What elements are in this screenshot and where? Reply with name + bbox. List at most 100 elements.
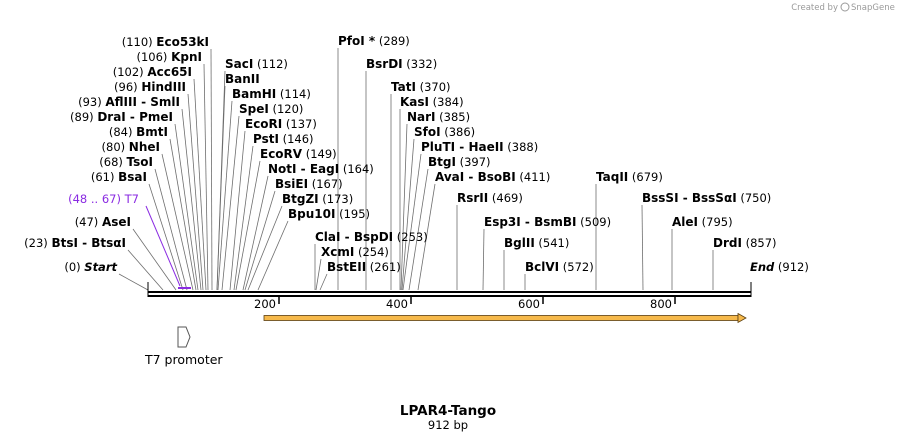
map-title: LPAR4-Tango	[400, 403, 496, 419]
leader-line	[193, 78, 207, 291]
leader-line	[315, 258, 322, 291]
site-label-spei[interactable]: SpeI (120)	[239, 102, 303, 116]
site-label-kasi[interactable]: KasI (384)	[400, 95, 464, 109]
ruler-label-400: 400	[386, 297, 408, 311]
ruler-label-200: 200	[254, 297, 276, 311]
leader-line	[233, 145, 254, 291]
site-label-asei[interactable]: (47) AseI	[75, 215, 131, 229]
site-label-esp3i-bsmbi[interactable]: Esp3I - BsmBI (509)	[484, 215, 611, 229]
site-label-afliii-smli[interactable]: (93) AflIII - SmlI	[78, 95, 180, 109]
site-label-bmti[interactable]: (84) BmtI	[109, 125, 168, 139]
leader-line	[257, 220, 289, 291]
leader-line	[187, 93, 204, 291]
t7-promoter-feature[interactable]: T7 promoter	[144, 326, 223, 367]
leader-line	[127, 249, 164, 291]
site-label-bsiei[interactable]: BsiEI (167)	[275, 177, 343, 191]
site-label-bclvi[interactable]: BclVI (572)	[525, 260, 594, 274]
site-label-pfoi[interactable]: PfoI * (289)	[338, 34, 410, 48]
site-label-bglii[interactable]: BglII (541)	[504, 236, 569, 250]
primer-leader-line	[145, 205, 181, 287]
leader-line	[203, 63, 209, 291]
orf-feature-arrowhead[interactable]	[737, 312, 747, 324]
t7-promoter-label: T7 promoter	[144, 352, 223, 367]
site-label-pluti-haeii[interactable]: PluTI - HaeII (388)	[421, 140, 538, 154]
site-label-bamhi[interactable]: BamHI (114)	[232, 87, 311, 101]
snapgene-credit: Created by SnapGene	[791, 2, 895, 13]
leader-line	[402, 153, 422, 291]
leader-line	[217, 100, 233, 291]
start-leader-line	[118, 273, 149, 291]
site-label-banii[interactable]: BanII	[225, 72, 260, 86]
site-label-ecori[interactable]: EcoRI (137)	[245, 117, 317, 131]
leader-line	[400, 123, 408, 291]
site-label-btgzi[interactable]: BtgZI (173)	[282, 192, 353, 206]
site-label-saci[interactable]: SacI (112)	[225, 57, 288, 71]
site-labels: (110) Eco53kI(106) KpnI(102) Acc65I(96) …	[24, 34, 809, 274]
site-label-kpni[interactable]: (106) KpnI	[137, 50, 203, 64]
site-label-taqii[interactable]: TaqII (679)	[596, 170, 663, 184]
end-label: End (912)	[750, 260, 809, 274]
site-label-alei[interactable]: AleI (795)	[672, 215, 733, 229]
leader-line	[132, 228, 177, 291]
ruler-label-600: 600	[518, 297, 540, 311]
leader-line	[319, 273, 328, 291]
leader-line	[161, 153, 194, 291]
site-label-xcmi[interactable]: XcmI (254)	[321, 245, 389, 259]
site-label-bsai[interactable]: (61) BsaI	[91, 170, 147, 184]
start-label: (0) Start	[64, 260, 117, 274]
site-label-bpu10i[interactable]: Bpu10I (195)	[288, 207, 370, 221]
site-label-sfoi[interactable]: SfoI (386)	[414, 125, 475, 139]
site-label-nari[interactable]: NarI (385)	[407, 110, 470, 124]
leader-line	[247, 205, 283, 291]
ruler: 200 400 600 800	[254, 297, 676, 311]
ruler-label-800: 800	[650, 297, 672, 311]
sequence-backbone	[147, 282, 752, 297]
leader-line	[221, 115, 240, 291]
site-label-hindiii[interactable]: (96) HindIII	[114, 80, 186, 94]
site-label-tsoi[interactable]: (68) TsoI	[99, 155, 153, 169]
t7-primer-label[interactable]: (48 .. 67) T7	[68, 192, 139, 206]
site-label-noti-eagi[interactable]: NotI - EagI (164)	[268, 162, 374, 176]
leader-line	[242, 175, 269, 291]
snapgene-logo-icon	[840, 2, 850, 12]
site-label-acc65i[interactable]: (102) Acc65I	[113, 65, 192, 79]
leader-line	[408, 168, 429, 291]
site-label-btgi[interactable]: BtgI (397)	[428, 155, 491, 169]
site-label-bsrdi[interactable]: BsrDI (332)	[366, 57, 437, 71]
site-label-drdi[interactable]: DrdI (857)	[713, 236, 777, 250]
leader-line	[244, 190, 276, 291]
site-label-bsssi-bsss-i[interactable]: BssSI - BssSαI (750)	[642, 191, 771, 205]
credit-brand: SnapGene	[851, 3, 895, 13]
site-label-drai-pmei[interactable]: (89) DraI - PmeI	[70, 110, 173, 124]
leader-line	[235, 160, 261, 291]
orf-feature-body[interactable]	[263, 315, 739, 321]
leader-line	[210, 48, 213, 291]
map-length: 912 bp	[428, 418, 468, 432]
leader-line	[417, 183, 436, 291]
backbone-top-strand	[148, 291, 751, 293]
leader-line	[169, 138, 197, 291]
leader-line	[154, 168, 188, 291]
leader-line	[641, 204, 644, 291]
site-label-nhei[interactable]: (80) NheI	[102, 140, 160, 154]
credit-text: Created by	[791, 3, 838, 13]
site-label-psti[interactable]: PstI (146)	[253, 132, 314, 146]
site-label-tati[interactable]: TatI (370)	[391, 80, 451, 94]
site-label-eco53ki[interactable]: (110) Eco53kI	[122, 35, 209, 49]
leader-line	[216, 85, 226, 291]
backbone-bottom-strand	[148, 295, 751, 297]
orf-feature-arrow[interactable]	[263, 312, 747, 324]
leader-line	[181, 108, 202, 291]
site-label-rsrii[interactable]: RsrII (469)	[457, 191, 523, 205]
site-label-ecorv[interactable]: EcoRV (149)	[260, 147, 337, 161]
leader-line	[148, 183, 184, 291]
leader-line	[174, 123, 199, 291]
site-leader-lines	[118, 48, 714, 291]
leader-line	[401, 138, 415, 291]
site-label-btsi-bts-i[interactable]: (23) BtsI - BtsαI	[24, 236, 126, 250]
promoter-arrow-icon[interactable]	[177, 326, 191, 348]
site-label-bsteii[interactable]: BstEII (261)	[327, 260, 401, 274]
site-label-avai-bsobi[interactable]: AvaI - BsoBI (411)	[435, 170, 550, 184]
site-label-clai-bspdi[interactable]: ClaI - BspDI (253)	[315, 230, 428, 244]
